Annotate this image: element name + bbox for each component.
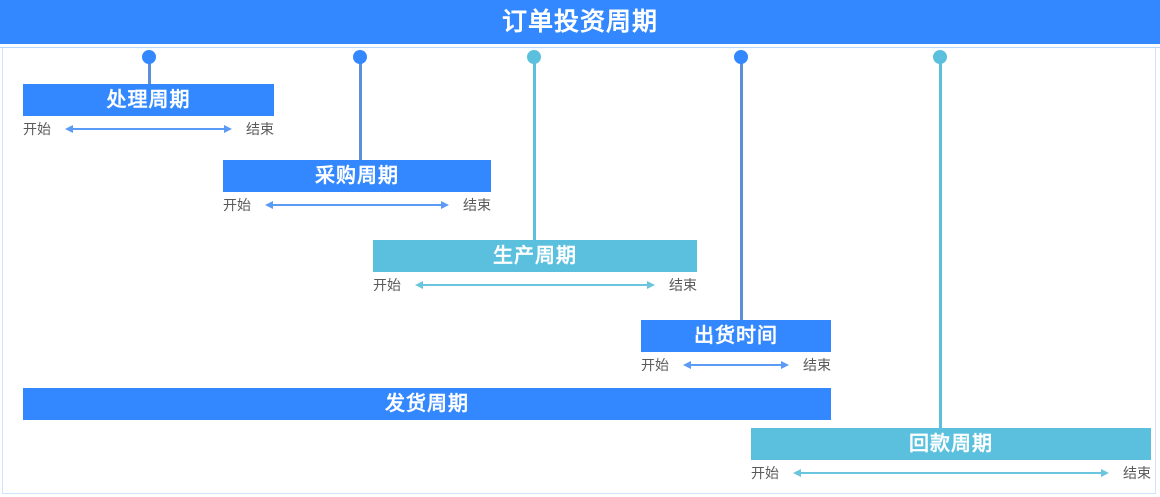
range-start-label: 开始 xyxy=(641,357,669,373)
header-underline xyxy=(0,44,1160,48)
phase-bar-label: 出货时间 xyxy=(694,325,778,347)
phase-bar-label: 采购周期 xyxy=(315,165,399,187)
arrow-left-head-icon xyxy=(793,468,801,477)
double-arrow-icon xyxy=(65,124,232,133)
milestone-dot-5[interactable] xyxy=(933,50,947,64)
double-arrow-icon xyxy=(265,200,449,209)
milestone-dot-4[interactable] xyxy=(734,50,748,64)
arrow-right-head-icon xyxy=(224,124,232,133)
connector-line-5 xyxy=(933,50,947,428)
page-title: 订单投资周期 xyxy=(501,7,658,36)
milestone-dot-2[interactable] xyxy=(353,50,367,64)
phase-bar-2[interactable]: 采购周期 xyxy=(223,160,491,192)
arrow-right-head-icon xyxy=(647,280,655,289)
range-end-label: 结束 xyxy=(803,357,831,373)
phase-bar-label: 生产周期 xyxy=(493,245,577,267)
range-end-label: 结束 xyxy=(463,197,491,213)
double-arrow-icon xyxy=(683,360,789,369)
phase-bar-5[interactable]: 发货周期 xyxy=(23,388,831,420)
phase-range-row-1: 开始 结束 xyxy=(23,118,274,140)
connector-line-1 xyxy=(142,50,156,84)
phase-bar-label: 回款周期 xyxy=(909,433,993,455)
range-end-label: 结束 xyxy=(1123,465,1151,481)
timeline-panel: 处理周期开始结束采购周期开始结束生产周期开始结束出货时间开始结束发货周期回款周期… xyxy=(2,48,1156,494)
phase-bar-6[interactable]: 回款周期 xyxy=(751,428,1151,460)
phase-bar-3[interactable]: 生产周期 xyxy=(373,240,697,272)
range-end-label: 结束 xyxy=(669,277,697,293)
arrow-shaft xyxy=(689,364,783,366)
arrow-right-head-icon xyxy=(781,360,789,369)
connector-line-2 xyxy=(353,50,367,160)
range-end-label: 结束 xyxy=(246,121,274,137)
header-banner: 订单投资周期 xyxy=(0,0,1160,44)
phase-bar-label: 发货周期 xyxy=(385,393,469,415)
arrow-right-head-icon xyxy=(441,200,449,209)
range-start-label: 开始 xyxy=(23,121,51,137)
arrow-left-head-icon xyxy=(265,200,273,209)
phase-bar-label: 处理周期 xyxy=(106,89,191,111)
double-arrow-icon xyxy=(415,280,655,289)
arrow-shaft xyxy=(799,472,1103,474)
range-start-label: 开始 xyxy=(751,465,779,481)
range-start-label: 开始 xyxy=(223,197,251,213)
double-arrow-icon xyxy=(793,468,1109,477)
arrow-shaft xyxy=(421,284,649,286)
phase-range-row-6: 开始 结束 xyxy=(751,462,1151,484)
arrow-right-head-icon xyxy=(1101,468,1109,477)
phase-bar-4[interactable]: 出货时间 xyxy=(641,320,831,352)
phase-bar-1[interactable]: 处理周期 xyxy=(23,84,274,116)
range-start-label: 开始 xyxy=(373,277,401,293)
phase-range-row-2: 开始 结束 xyxy=(223,194,491,216)
arrow-left-head-icon xyxy=(65,124,73,133)
connector-line-3 xyxy=(527,50,541,240)
milestone-dot-1[interactable] xyxy=(142,50,156,64)
connector-line-4 xyxy=(734,50,748,320)
arrow-left-head-icon xyxy=(683,360,691,369)
milestone-dot-3[interactable] xyxy=(527,50,541,64)
arrow-shaft xyxy=(71,128,226,130)
phase-range-row-3: 开始 结束 xyxy=(373,274,697,296)
phase-range-row-4: 开始 结束 xyxy=(641,354,831,376)
arrow-left-head-icon xyxy=(415,280,423,289)
arrow-shaft xyxy=(271,204,443,206)
